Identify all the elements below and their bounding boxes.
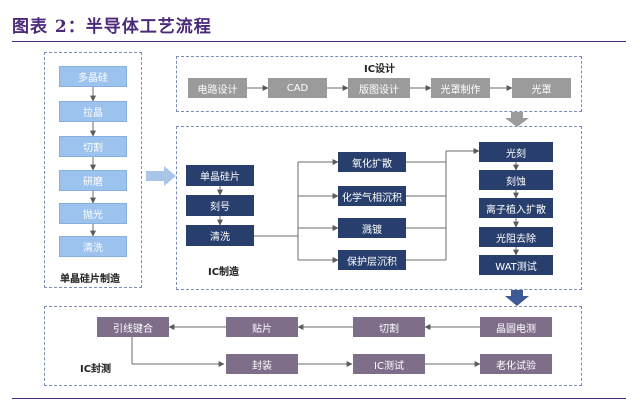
package-step-die-attach: 贴片: [226, 317, 298, 337]
package-step-wafer-probe: 晶圆电测: [480, 317, 552, 337]
wafer-step-polishing: 抛光: [59, 203, 127, 224]
fab-step-wat-test: WAT测试: [479, 255, 553, 275]
design-step-mask: 光罩: [512, 78, 571, 98]
design-step-layout-design: 版图设计: [348, 78, 410, 98]
fab-panel: [176, 126, 582, 290]
fab-step-ion-implant: 离子植入扩散: [479, 198, 553, 218]
wafer-panel: [44, 52, 142, 288]
wafer-step-polysilicon: 多晶硅: [59, 66, 127, 87]
fab-step-oxidation-diffusion: 氧化扩散: [338, 152, 406, 172]
fab-step-marking: 刻号: [186, 195, 254, 216]
design-to-fab-arrow: [505, 112, 529, 127]
package-step-burn-in: 老化试验: [480, 354, 552, 374]
design-panel-label: IC设计: [364, 64, 396, 75]
fab-step-sputtering: 溅镀: [338, 218, 406, 238]
fab-step-cvd: 化学气相沉积: [338, 186, 406, 206]
figure-title: 图表 2：半导体工艺流程: [12, 17, 212, 37]
fab-step-photoresist-strip: 光阻去除: [479, 227, 553, 247]
fab-step-silicon-wafer: 单晶硅片: [186, 165, 254, 186]
wafer-step-crystal-pulling: 拉晶: [59, 101, 127, 122]
fab-step-cleaning: 清洗: [186, 225, 254, 246]
wafer-step-slicing: 切割: [59, 136, 127, 157]
wafer-step-cleaning: 清洗: [59, 236, 127, 257]
package-step-encapsulation: 封装: [226, 354, 298, 374]
fab-step-etching: 刻蚀: [479, 170, 553, 190]
package-step-dicing: 切割: [353, 317, 425, 337]
wafer-panel-label: 单晶硅片制造: [60, 274, 120, 285]
package-panel-label: IC封测: [80, 364, 112, 375]
package-step-ic-test: IC测试: [353, 354, 425, 374]
wafer-to-fab-arrow: [146, 166, 176, 186]
design-step-mask-making: 光罩制作: [431, 78, 490, 98]
design-step-circuit-design: 电路设计: [188, 78, 247, 98]
footer-rule: [12, 398, 626, 399]
design-step-cad: CAD: [268, 78, 327, 98]
title-rule: [12, 41, 626, 42]
fab-step-passivation: 保护层沉积: [338, 250, 406, 270]
fab-to-package-arrow: [505, 290, 529, 306]
wafer-step-grinding: 研磨: [59, 170, 127, 191]
fab-panel-label: IC制造: [208, 267, 240, 278]
design-panel: [176, 56, 582, 112]
fab-step-lithography: 光刻: [479, 142, 553, 162]
package-panel: [44, 306, 582, 386]
package-step-wire-bonding: 引线键合: [97, 317, 169, 337]
